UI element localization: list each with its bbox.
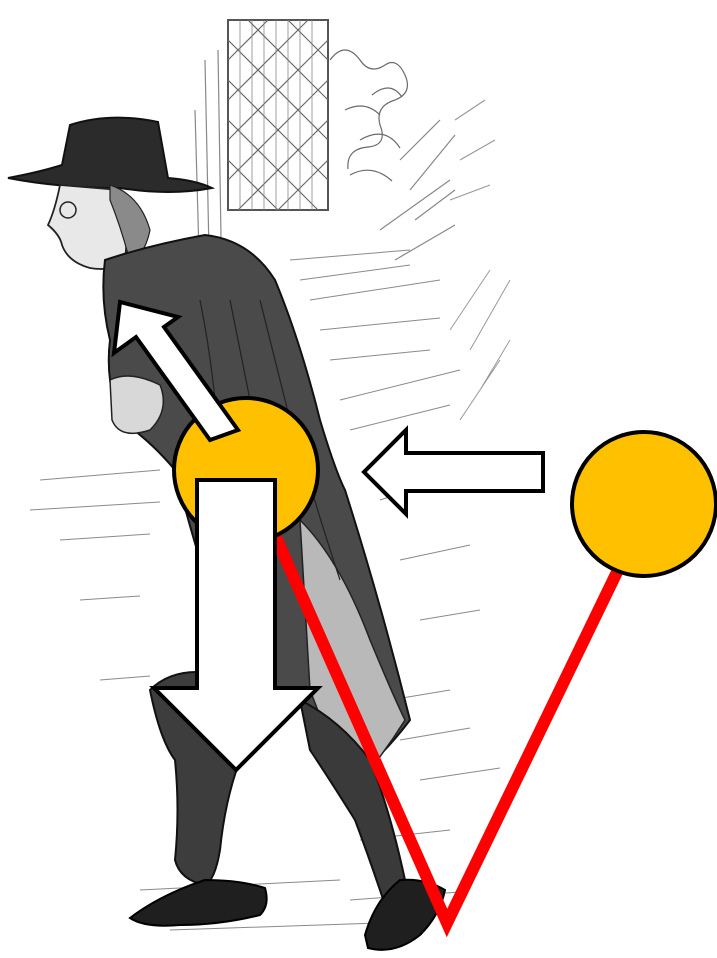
- left-shoe: [130, 880, 267, 926]
- hands: [110, 376, 163, 433]
- arrow-left: [364, 430, 543, 514]
- hat: [8, 118, 212, 192]
- foliage: [330, 50, 495, 260]
- window-lattice: [228, 20, 328, 210]
- pendulum-bob-right: [572, 432, 716, 576]
